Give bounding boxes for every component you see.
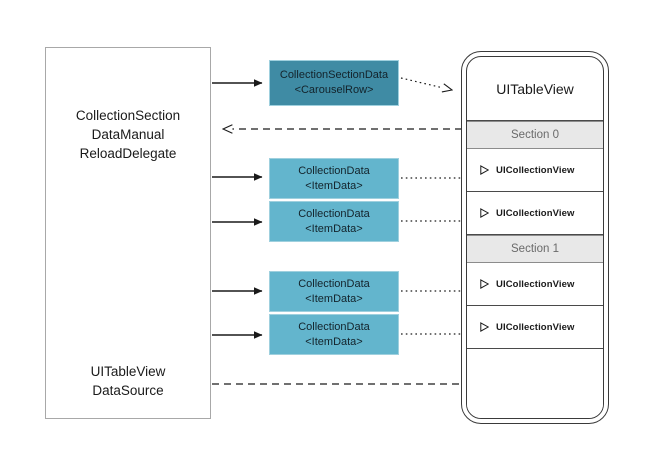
- tableview-row-label: UICollectionView: [496, 278, 575, 290]
- data-box-line1: CollectionData: [298, 277, 370, 290]
- data-box-section-data: CollectionSectionData <CarouselRow>: [269, 60, 399, 106]
- data-box-line2: <ItemData>: [305, 292, 363, 305]
- data-box-item-data-1: CollectionData <ItemData>: [269, 158, 399, 199]
- delegate-box: [45, 47, 211, 419]
- tableview-row-2[interactable]: UICollectionView: [467, 263, 603, 306]
- data-box-item-data-4: CollectionData <ItemData>: [269, 314, 399, 355]
- data-box-line2: <ItemData>: [305, 179, 363, 192]
- data-box-line2: <ItemData>: [305, 335, 363, 348]
- data-box-line1: CollectionData: [298, 320, 370, 333]
- tableview-row-1[interactable]: UICollectionView: [467, 192, 603, 235]
- data-box-line2: <ItemData>: [305, 222, 363, 235]
- tableview-row-0[interactable]: UICollectionView: [467, 149, 603, 192]
- tableview-section-header-0: Section 0: [467, 121, 603, 149]
- data-box-line1: CollectionSectionData: [279, 69, 389, 81]
- tableview-empty-area: [467, 349, 603, 418]
- connector-section-data-to-tableview: [400, 77, 452, 90]
- tableview-header: UITableView: [467, 57, 603, 121]
- tableview-row-label: UICollectionView: [496, 164, 575, 176]
- tableview-row-label: UICollectionView: [496, 207, 575, 219]
- data-box-line1: CollectionData: [298, 164, 370, 177]
- triangle-right-icon: [480, 279, 489, 289]
- data-box-line1: CollectionData: [298, 207, 370, 220]
- tableview-row-3[interactable]: UICollectionView: [467, 306, 603, 349]
- device-frame-inner: UITableView Section 0 UICollectionView U…: [466, 56, 604, 419]
- triangle-right-icon: [480, 322, 489, 332]
- tableview-section-header-1: Section 1: [467, 235, 603, 263]
- delegate-datasource-label: UITableView DataSource: [90, 364, 166, 398]
- triangle-right-icon: [480, 165, 489, 175]
- tableview-row-label: UICollectionView: [496, 321, 575, 333]
- data-box-line2: <CarouselRow>: [294, 84, 374, 96]
- delegate-title: CollectionSection DataManual ReloadDeleg…: [75, 108, 181, 161]
- data-box-item-data-3: CollectionData <ItemData>: [269, 271, 399, 312]
- data-box-item-data-2: CollectionData <ItemData>: [269, 201, 399, 242]
- triangle-right-icon: [480, 208, 489, 218]
